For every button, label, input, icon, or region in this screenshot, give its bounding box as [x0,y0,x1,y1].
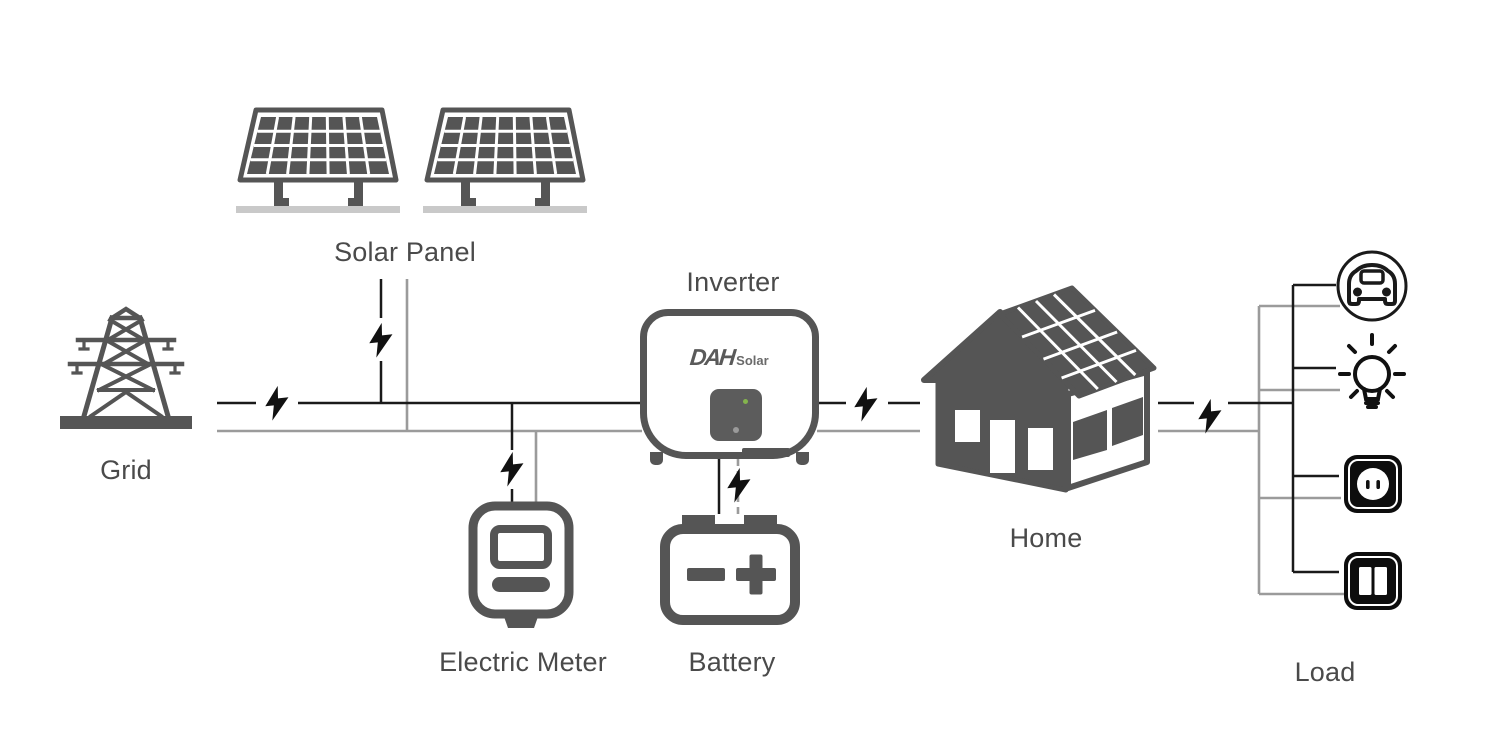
label-inverter: Inverter [686,267,780,297]
solar-home-icon [921,285,1157,493]
lightning-bolt-icon [498,450,526,488]
label-home: Home [1009,523,1083,553]
solar-panel-icon [236,107,400,213]
plus-terminal-symbol [736,554,776,595]
solar-panel-icon [423,107,587,213]
inverter-foot [796,452,809,465]
minus-terminal-symbol [687,568,725,581]
inverter-foot [650,452,663,465]
lightning-bolt-icon [263,384,291,422]
label-solar-panel: Solar Panel [334,237,476,267]
display-logo-dot [733,427,739,433]
roof-solar-grid [1016,293,1137,391]
ev-car-icon [1336,250,1408,322]
electric-meter-icon [468,501,574,628]
label-battery: Battery [688,647,776,677]
inverter-display-screen [710,389,762,441]
lightning-bolt-icon [1196,397,1224,435]
home-door [990,420,1015,473]
battery-icon [660,515,800,625]
transmission-tower-icon [60,306,192,429]
label-load: Load [1294,657,1356,687]
brand-dah-text: DAH [688,344,736,370]
inverter-brand-logo: DAHSolar [647,344,812,371]
lightning-bolt-icon [852,385,880,423]
label-electric-meter: Electric Meter [439,647,607,677]
lightning-bolt-icon [367,321,395,359]
brand-solar-text: Solar [736,353,769,368]
wires-dark [217,279,1339,574]
inverter-vent [742,448,790,457]
light-bulb-icon [1338,333,1406,409]
inverter-device: DAHSolar [640,309,819,465]
home-window [1028,428,1053,470]
home-window [955,410,980,442]
status-led [743,399,748,404]
label-grid: Grid [100,455,152,485]
power-outlet-icon [1344,455,1402,513]
light-switch-icon [1344,552,1402,610]
